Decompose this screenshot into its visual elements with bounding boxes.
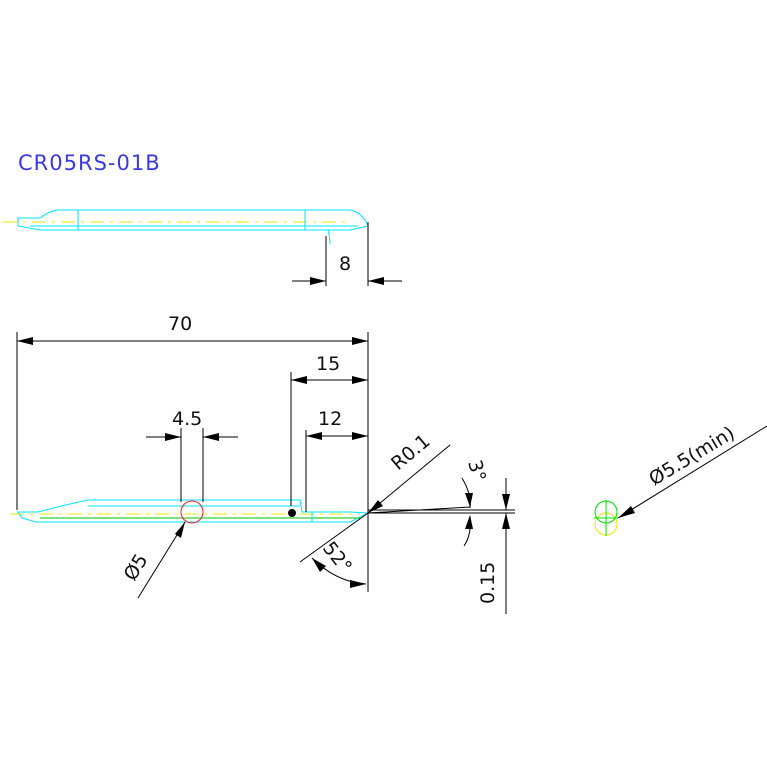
angle3-arrow-upper xyxy=(465,493,473,507)
top-view: 8 xyxy=(3,209,402,286)
dim015-arrow-upper xyxy=(502,494,510,510)
dim-015-label: 0.15 xyxy=(477,562,499,604)
dim15-arrow-left xyxy=(291,376,307,384)
dim-dia5-label: Ø5 xyxy=(120,550,153,585)
top-blade-outline xyxy=(17,209,369,231)
dim-70-label: 70 xyxy=(168,313,192,335)
dim-r01-label: R0.1 xyxy=(387,430,434,475)
dia5-arrow xyxy=(175,522,185,538)
side-view: 70 15 12 4.5 Ø5 R0.1 xyxy=(10,313,515,614)
dim8-arrow-right xyxy=(368,277,384,285)
side-blade-outline xyxy=(17,499,370,523)
hole-diameter-5 xyxy=(180,500,204,524)
dim-12-label: 12 xyxy=(318,408,342,430)
drawing-title: CR05RS-01B xyxy=(18,151,161,175)
angle52-line xyxy=(299,512,369,563)
dim-angle3-label: 3° xyxy=(463,458,490,485)
dim12-arrow-left xyxy=(306,432,322,440)
dim70-arrow-right xyxy=(352,337,368,345)
pin-point xyxy=(288,509,296,517)
dim45-arrow-right xyxy=(203,433,219,441)
dim-8-label: 8 xyxy=(339,253,351,275)
min-diameter-detail: Ø5.5(min) xyxy=(594,422,767,536)
angle3-arrow-lower xyxy=(465,515,473,529)
dia55-leader xyxy=(617,425,767,519)
dim8-arrow-left xyxy=(310,277,326,285)
r01-leader xyxy=(367,444,451,514)
dim15-arrow-right xyxy=(352,376,368,384)
dim70-arrow-left xyxy=(17,337,33,345)
dim-15-label: 15 xyxy=(316,353,340,375)
angle52-arrow-left xyxy=(312,558,326,572)
dim-angle52-label: 52° xyxy=(318,538,356,578)
top-fillet xyxy=(327,229,331,245)
dim015-arrow-lower xyxy=(502,513,510,529)
angle52-arrow-right xyxy=(350,580,366,588)
dim-dia55-label: Ø5.5(min) xyxy=(645,422,738,490)
dim12-arrow-right xyxy=(352,432,368,440)
dim45-arrow-left xyxy=(165,433,181,441)
dim-4-5-label: 4.5 xyxy=(172,408,202,430)
dia55-arrow xyxy=(618,506,635,518)
